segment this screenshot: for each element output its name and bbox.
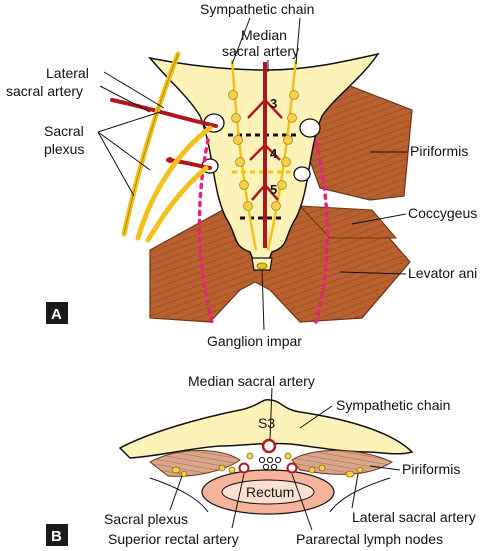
ganglion-impar-node — [256, 262, 268, 270]
pararectal-lymph-nodes-b — [258, 456, 282, 471]
median-sacral-artery-b — [261, 438, 277, 454]
panel-b: S3 Rectum — [46, 373, 476, 547]
rectum-inner — [221, 479, 315, 505]
vertebra-number-4: 4 — [270, 146, 278, 161]
sacrum-cross-section — [118, 398, 414, 459]
label-piriformis-b: Piriformis — [402, 461, 460, 477]
label-sympathetic-chain-a: Sympathetic chain — [200, 1, 314, 17]
panel-a-tag-box — [46, 302, 68, 324]
label-piriformis-a: Piriformis — [410, 143, 468, 159]
sacral-foramen-right-2 — [293, 166, 311, 182]
dotted-line-right — [314, 140, 329, 324]
label-coccygeus: Coccygeus — [408, 205, 477, 221]
label-median-sacral-artery-a-1: Median — [241, 27, 287, 43]
lateral-sacral-artery-end — [167, 157, 173, 163]
pelvic-soft-tissue-outline — [149, 477, 391, 513]
sacral-plexus-nodes-b — [171, 466, 364, 478]
lateral-sacral-artery-upper — [110, 98, 218, 128]
label-rectum: Rectum — [246, 484, 294, 500]
superior-rectal-artery-b-right — [286, 462, 298, 474]
label-levator-ani: Levator ani — [408, 265, 477, 281]
label-pararectal-lymph-nodes: Pararectal lymph nodes — [296, 531, 443, 547]
label-median-sacral-artery-a-2: sacral artery — [222, 43, 299, 59]
label-sacral-plexus-b: Sacral plexus — [104, 511, 188, 527]
label-sacral-plexus-a-1: Sacral — [44, 123, 84, 139]
label-sacral-plexus-a-2: plexus — [44, 141, 84, 157]
dotted-line-left — [197, 138, 214, 324]
label-superior-rectal-artery: Superior rectal artery — [108, 531, 239, 547]
sacral-foramen-right-1 — [299, 118, 321, 138]
label-lateral-sacral-artery-b: Lateral sacral artery — [352, 509, 476, 525]
panel-b-tag: B — [51, 528, 62, 545]
label-lateral-sacral-artery-a-2: sacral artery — [6, 83, 83, 99]
label-ganglion-impar: Ganglion impar — [207, 333, 302, 349]
panel-a: 3 4 5 Sympathetic chain Median sacral ar… — [6, 1, 477, 349]
superior-rectal-artery-b-left — [238, 462, 250, 474]
label-sympathetic-chain-b: Sympathetic chain — [336, 397, 450, 413]
coccygeus-muscle — [298, 205, 398, 239]
label-median-sacral-artery-b: Median sacral artery — [188, 373, 315, 389]
vertebra-number-3: 3 — [270, 96, 277, 111]
vertebra-number-5: 5 — [270, 182, 277, 197]
median-sacral-artery-branches — [247, 99, 283, 201]
panel-b-tag-box — [46, 524, 68, 546]
label-lateral-sacral-artery-a-1: Lateral — [46, 65, 89, 81]
label-s3: S3 — [258, 415, 275, 431]
sympathetic-ganglia — [228, 90, 299, 211]
sympathetic-chain-nodes-b — [218, 452, 326, 474]
panel-a-tag: A — [51, 306, 62, 323]
piriformis-right-b — [291, 450, 394, 475]
